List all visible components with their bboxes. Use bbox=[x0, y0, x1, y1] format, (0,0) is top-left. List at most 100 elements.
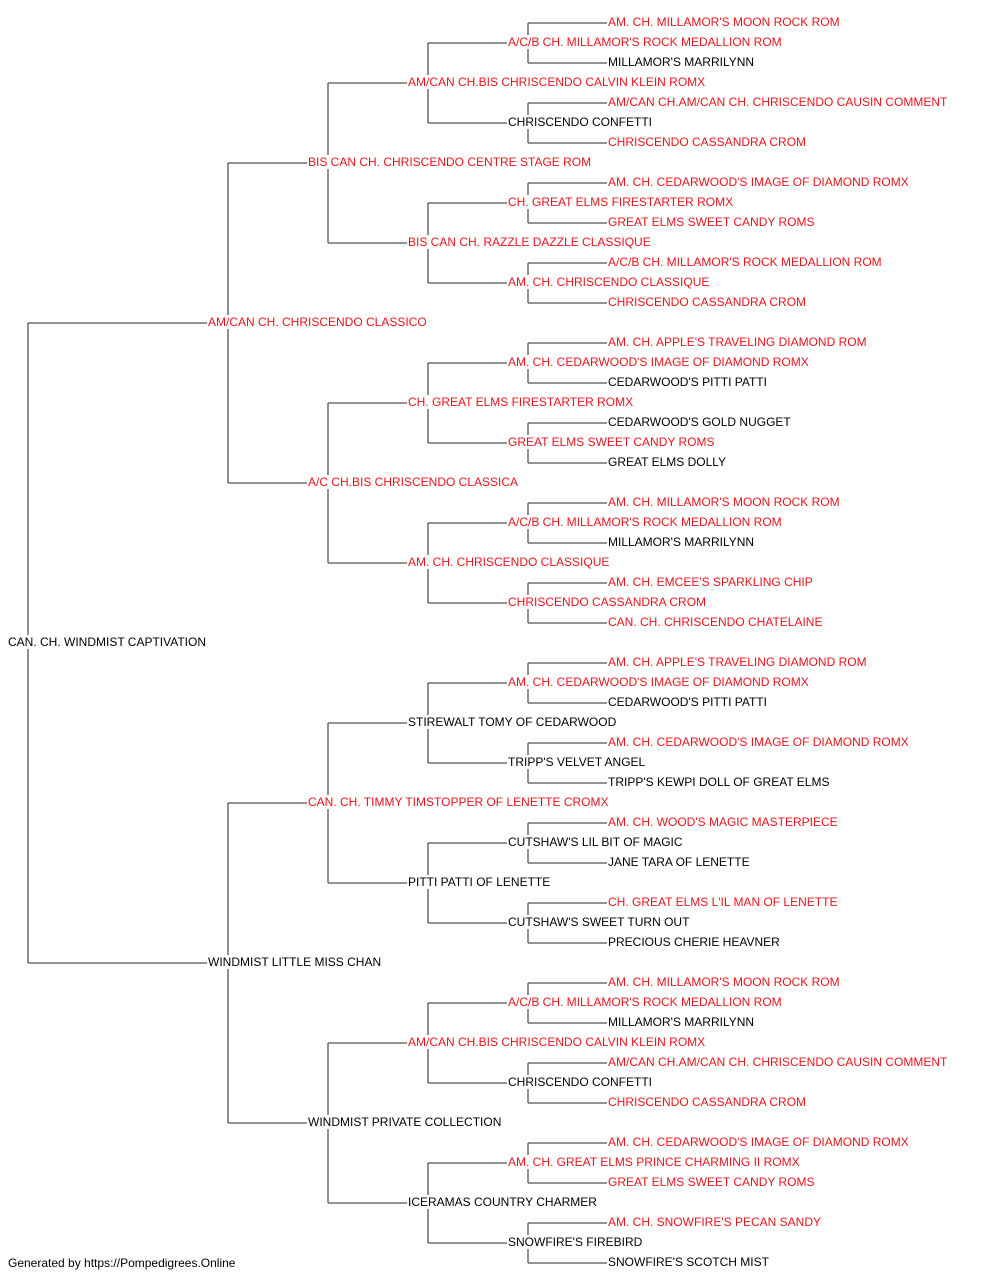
ancestor-name[interactable]: A/C CH.BIS CHRISCENDO CLASSICA bbox=[308, 475, 518, 489]
ancestor-name[interactable]: AM/CAN CH.AM/CAN CH. CHRISCENDO CAUSIN C… bbox=[608, 95, 948, 109]
ancestor-name[interactable]: GREAT ELMS DOLLY bbox=[608, 455, 726, 469]
label-background bbox=[607, 215, 808, 229]
ancestor-name[interactable]: A/C/B CH. MILLAMOR'S ROCK MEDALLION ROM bbox=[508, 35, 782, 49]
label-background bbox=[607, 335, 880, 349]
ancestor-name[interactable]: STIREWALT TOMY OF CEDARWOOD bbox=[408, 715, 617, 729]
ancestor-name[interactable]: CUTSHAW'S LIL BIT OF MAGIC bbox=[508, 835, 683, 849]
ancestor-name[interactable]: TRIPP'S KEWPI DOLL OF GREAT ELMS bbox=[608, 775, 829, 789]
ancestor-name[interactable]: CAN. CH. CHRISCENDO CHATELAINE bbox=[608, 615, 822, 629]
label-background bbox=[607, 815, 844, 829]
ancestor-name[interactable]: AM. CH. SNOWFIRE'S PECAN SANDY bbox=[608, 1215, 821, 1229]
ancestor-name[interactable]: CUTSHAW'S SWEET TURN OUT bbox=[508, 915, 690, 929]
ancestor-name[interactable]: GREAT ELMS SWEET CANDY ROMS bbox=[508, 435, 714, 449]
ancestor-name[interactable]: A/C/B CH. MILLAMOR'S ROCK MEDALLION ROM bbox=[608, 255, 882, 269]
ancestor-name[interactable]: PITTI PATTI OF LENETTE bbox=[408, 875, 550, 889]
ancestor-name[interactable]: SNOWFIRE'S FIREBIRD bbox=[508, 1235, 643, 1249]
ancestor-name[interactable]: AM. CH. MILLAMOR'S MOON ROCK ROM bbox=[608, 975, 840, 989]
ancestor-name[interactable]: A/C/B CH. MILLAMOR'S ROCK MEDALLION ROM bbox=[508, 995, 782, 1009]
ancestor-name[interactable]: GREAT ELMS SWEET CANDY ROMS bbox=[608, 1175, 814, 1189]
ancestor-name[interactable]: AM/CAN CH.BIS CHRISCENDO CALVIN KLEIN RO… bbox=[408, 75, 705, 89]
ancestor-name[interactable]: BIS CAN CH. CHRISCENDO CENTRE STAGE ROM bbox=[308, 155, 591, 169]
ancestor-name[interactable]: AM. CH. MILLAMOR'S MOON ROCK ROM bbox=[608, 15, 840, 29]
ancestor-name[interactable]: CH. GREAT ELMS FIRESTARTER ROMX bbox=[508, 195, 733, 209]
ancestor-name[interactable]: AM. CH. APPLE'S TRAVELING DIAMOND ROM bbox=[608, 335, 867, 349]
label-background bbox=[607, 1135, 909, 1149]
ancestor-name[interactable]: CHRISCENDO CONFETTI bbox=[508, 115, 652, 129]
label-background bbox=[607, 1055, 945, 1069]
ancestor-name[interactable]: MILLAMOR'S MARRILYNN bbox=[608, 1015, 754, 1029]
label-background bbox=[607, 895, 858, 909]
ancestor-name[interactable]: TRIPP'S VELVET ANGEL bbox=[508, 755, 646, 769]
ancestor-name[interactable]: CEDARWOOD'S PITTI PATTI bbox=[608, 375, 767, 389]
ancestor-name[interactable]: AM. CH. CEDARWOOD'S IMAGE OF DIAMOND ROM… bbox=[508, 355, 809, 369]
label-background bbox=[407, 395, 637, 409]
label-background bbox=[607, 1215, 829, 1229]
label-background bbox=[607, 855, 757, 869]
label-background bbox=[507, 915, 686, 929]
ancestor-name[interactable]: MILLAMOR'S MARRILYNN bbox=[608, 535, 754, 549]
label-background bbox=[507, 1155, 816, 1169]
label-background bbox=[407, 555, 615, 569]
ancestor-name[interactable]: CHRISCENDO CASSANDRA CROM bbox=[608, 1095, 806, 1109]
ancestor-name[interactable]: AM. CH. CHRISCENDO CLASSIQUE bbox=[508, 275, 709, 289]
label-background bbox=[507, 595, 693, 609]
ancestor-name[interactable]: MILLAMOR'S MARRILYNN bbox=[608, 55, 754, 69]
ancestor-name[interactable]: CHRISCENDO CASSANDRA CROM bbox=[608, 295, 806, 309]
ancestor-name[interactable]: JANE TARA OF LENETTE bbox=[608, 855, 750, 869]
ancestor-name[interactable]: AM/CAN CH.AM/CAN CH. CHRISCENDO CAUSIN C… bbox=[608, 1055, 948, 1069]
ancestor-name[interactable]: WINDMIST LITTLE MISS CHAN bbox=[208, 955, 381, 969]
label-background bbox=[607, 1095, 793, 1109]
ancestor-name[interactable]: CEDARWOOD'S PITTI PATTI bbox=[608, 695, 767, 709]
label-background bbox=[507, 755, 657, 769]
ancestor-name[interactable]: CHRISCENDO CONFETTI bbox=[508, 1075, 652, 1089]
label-background bbox=[607, 695, 779, 709]
label-background bbox=[607, 1015, 757, 1029]
label-background bbox=[607, 575, 829, 589]
ancestor-name[interactable]: ICERAMAS COUNTRY CHARMER bbox=[408, 1195, 597, 1209]
label-background bbox=[207, 315, 429, 329]
ancestor-name[interactable]: GREAT ELMS SWEET CANDY ROMS bbox=[608, 215, 814, 229]
ancestor-name[interactable]: AM. CH. CHRISCENDO CLASSIQUE bbox=[408, 555, 609, 569]
ancestor-name[interactable]: AM. CH. CEDARWOOD'S IMAGE OF DIAMOND ROM… bbox=[608, 735, 909, 749]
ancestor-name[interactable]: AM. CH. MILLAMOR'S MOON ROCK ROM bbox=[608, 495, 840, 509]
ancestor-name[interactable]: AM. CH. CEDARWOOD'S IMAGE OF DIAMOND ROM… bbox=[508, 675, 809, 689]
ancestor-name[interactable]: BIS CAN CH. RAZZLE DAZZLE CLASSIQUE bbox=[408, 235, 651, 249]
label-background bbox=[607, 95, 945, 109]
ancestor-name[interactable]: AM. CH. GREAT ELMS PRINCE CHARMING II RO… bbox=[508, 1155, 800, 1169]
ancestor-labels: AM. CH. MILLAMOR'S MOON ROCK ROM MILLAMOR… bbox=[7, 15, 948, 1269]
ancestor-name[interactable]: AM/CAN CH. CHRISCENDO CLASSICO bbox=[208, 315, 427, 329]
subject-dog-name[interactable]: CAN. CH. WINDMIST CAPTIVATION bbox=[8, 635, 206, 649]
label-background bbox=[407, 1035, 716, 1049]
label-background bbox=[507, 675, 809, 689]
ancestor-name[interactable]: AM/CAN CH.BIS CHRISCENDO CALVIN KLEIN RO… bbox=[408, 1035, 705, 1049]
label-background bbox=[507, 275, 715, 289]
ancestor-name[interactable]: CHRISCENDO CASSANDRA CROM bbox=[608, 135, 806, 149]
label-background bbox=[507, 995, 794, 1009]
label-background bbox=[607, 135, 793, 149]
label-background bbox=[607, 455, 729, 469]
ancestor-name[interactable]: CH. GREAT ELMS FIRESTARTER ROMX bbox=[408, 395, 633, 409]
ancestor-name[interactable]: WINDMIST PRIVATE COLLECTION bbox=[308, 1115, 501, 1129]
ancestor-name[interactable]: AM. CH. EMCEE'S SPARKLING CHIP bbox=[608, 575, 813, 589]
ancestor-name[interactable]: CH. GREAT ELMS L'IL MAN OF LENETTE bbox=[608, 895, 837, 909]
label-background bbox=[607, 255, 894, 269]
ancestor-name[interactable]: SNOWFIRE'S SCOTCH MIST bbox=[608, 1255, 770, 1269]
label-background bbox=[607, 935, 779, 949]
ancestor-name[interactable]: AM. CH. CEDARWOOD'S IMAGE OF DIAMOND ROM… bbox=[608, 1135, 909, 1149]
footer-credit: Generated by https://Pompedigrees.Online bbox=[8, 1256, 236, 1270]
label-background bbox=[607, 775, 844, 789]
label-background bbox=[607, 735, 909, 749]
label-background bbox=[607, 1175, 808, 1189]
ancestor-name[interactable]: CAN. CH. TIMMY TIMSTOPPER OF LENETTE CRO… bbox=[308, 795, 608, 809]
label-background bbox=[407, 1195, 586, 1209]
ancestor-name[interactable]: AM. CH. WOOD'S MAGIC MASTERPIECE bbox=[608, 815, 838, 829]
ancestor-name[interactable]: PRECIOUS CHERIE HEAVNER bbox=[608, 935, 780, 949]
ancestor-name[interactable]: CEDARWOOD'S GOLD NUGGET bbox=[608, 415, 791, 429]
label-background bbox=[407, 875, 572, 889]
ancestor-name[interactable]: CHRISCENDO CASSANDRA CROM bbox=[508, 595, 706, 609]
ancestor-name[interactable]: A/C/B CH. MILLAMOR'S ROCK MEDALLION ROM bbox=[508, 515, 782, 529]
ancestor-name[interactable]: AM. CH. CEDARWOOD'S IMAGE OF DIAMOND ROM… bbox=[608, 175, 909, 189]
label-background bbox=[407, 75, 716, 89]
ancestor-name[interactable]: AM. CH. APPLE'S TRAVELING DIAMOND ROM bbox=[608, 655, 867, 669]
